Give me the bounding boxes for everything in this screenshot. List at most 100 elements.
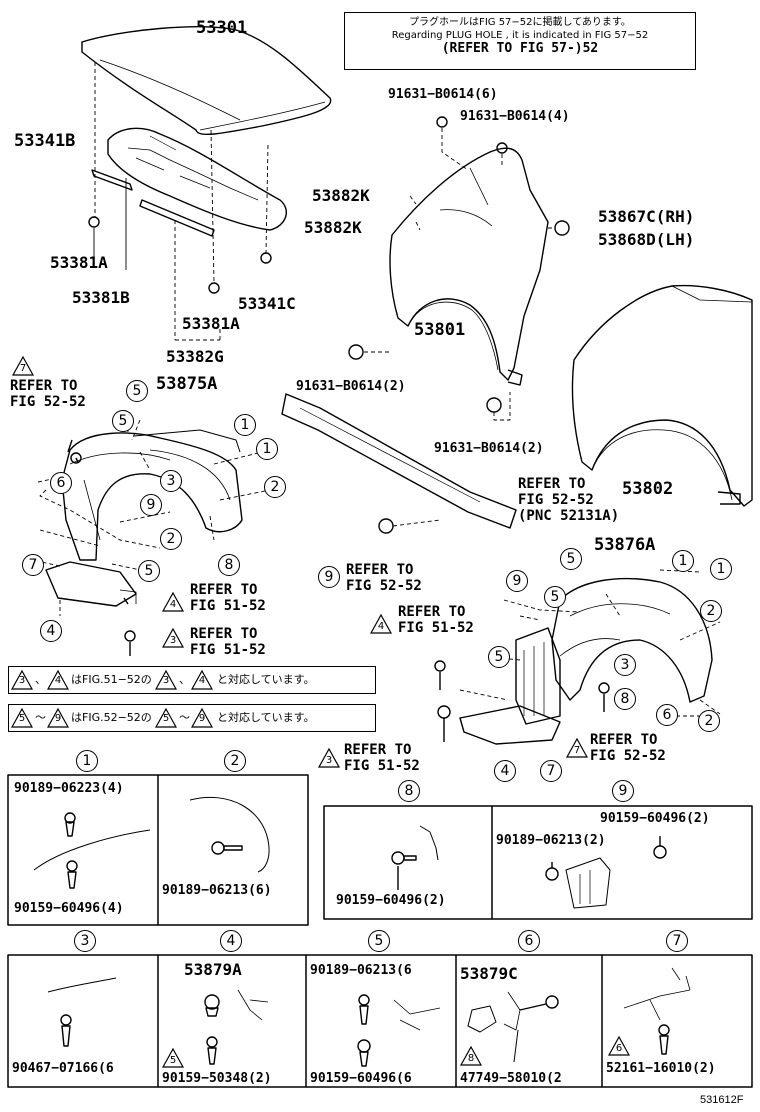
detail1-part-top[interactable]: 90189−06223(4): [14, 781, 124, 796]
legend2-sep: 〜: [35, 711, 46, 724]
detail1-part-bottom[interactable]: 90159−60496(4): [14, 901, 124, 916]
triangle-4-lh: 4: [162, 592, 184, 612]
part-53802[interactable]: 53802: [622, 479, 674, 499]
legend2-end: と対応しています。: [217, 711, 315, 724]
callout-5-rh-b: 5: [544, 586, 566, 608]
refer-fig-51-52-lh-4[interactable]: REFER TO FIG 51-52: [190, 582, 266, 614]
detail6-triangle-8: 8: [460, 1046, 482, 1066]
part-53868d[interactable]: 53868D(LH): [598, 230, 695, 249]
hood-insulator: [107, 127, 288, 231]
detail4-triangle-5: 5: [162, 1048, 184, 1068]
detail4-part-bottom[interactable]: 90159−50348(2): [162, 1071, 272, 1086]
refer-fig-52-52-rh[interactable]: REFER TO FIG 52-52: [590, 732, 666, 764]
callout-6-rh: 6: [656, 704, 678, 726]
legend1-tri-d: 4: [198, 675, 206, 686]
detail2-part[interactable]: 90189−06213(6): [162, 883, 272, 898]
callout-2-lh-a: 2: [264, 476, 286, 498]
detail-title-8: 8: [398, 780, 420, 802]
detail5-part-top[interactable]: 90189−06213(6: [310, 963, 412, 978]
legend1-end: と対応しています。: [217, 673, 315, 686]
callout-2-lh-b: 2: [160, 528, 182, 550]
refer-fig-51-52-rh-4[interactable]: REFER TO FIG 51-52: [398, 604, 474, 636]
part-53381a-2[interactable]: 53381A: [182, 314, 240, 333]
part-53381a-1[interactable]: 53381A: [50, 253, 108, 272]
callout-6-lh: 6: [50, 472, 72, 494]
detail-title-9: 9: [612, 780, 634, 802]
legend1-text: はFIG.51−52の: [71, 673, 152, 686]
part-53882k-2[interactable]: 53882K: [304, 218, 362, 237]
triangle-3-lh: 3: [162, 628, 184, 648]
detail-title-6: 6: [518, 930, 540, 952]
detail7-part[interactable]: 52161−16010(2): [606, 1061, 716, 1076]
part-53875a[interactable]: 53875A: [156, 374, 218, 394]
refer-fig-51-52-rh-3[interactable]: REFER TO FIG 51-52: [344, 742, 420, 774]
front-fender-53801: [389, 147, 549, 381]
legend1-sep: 、: [35, 673, 46, 686]
refer-fig-52-52-mid[interactable]: REFER TO FIG 52-52: [346, 562, 422, 594]
callout-5-rh-a: 5: [560, 548, 582, 570]
part-53882k-1[interactable]: 53882K: [312, 186, 370, 205]
part-53876a[interactable]: 53876A: [594, 535, 656, 555]
detail-title-4: 4: [220, 930, 242, 952]
detail3-part[interactable]: 90467−07166(6: [12, 1061, 114, 1076]
part-91631-2b[interactable]: 91631−B0614(2): [434, 441, 544, 456]
part-53341b[interactable]: 53341B: [14, 131, 76, 151]
part-91631-6[interactable]: 91631−B0614(6): [388, 87, 498, 102]
legend2-tri-c: 5: [162, 713, 170, 724]
callout-1-lh-b: 1: [256, 438, 278, 460]
callout-5-lh-b: 5: [112, 410, 134, 432]
callout-8-rh: 8: [614, 688, 636, 710]
detail6-part-top[interactable]: 53879C: [460, 964, 518, 983]
part-53382g[interactable]: 53382G: [166, 347, 224, 366]
callout-5-lh-a: 5: [126, 380, 148, 402]
callout-4-lh: 4: [40, 620, 62, 642]
detail9-part-b[interactable]: 90189−06213(2): [496, 833, 606, 848]
callout-4-rh: 4: [494, 760, 516, 782]
refer-fig-52-52-lh[interactable]: REFER TO FIG 52-52: [10, 378, 86, 410]
hood-seal-rear: [139, 199, 215, 237]
part-53381b[interactable]: 53381B: [72, 288, 130, 307]
part-53301[interactable]: 53301: [196, 18, 248, 38]
detail4-part-top[interactable]: 53879A: [184, 960, 242, 979]
hood-seal-front: [91, 169, 133, 191]
detail-title-7: 7: [666, 930, 688, 952]
triangle-3-rh: 3: [318, 748, 340, 768]
callout-3-lh: 3: [160, 470, 182, 492]
part-53341c[interactable]: 53341C: [238, 294, 296, 313]
triangle-7-rh: 7: [566, 738, 588, 758]
triangle-4-rh: 4: [370, 614, 392, 634]
part-91631-4[interactable]: 91631−B0614(4): [460, 109, 570, 124]
callout-7-rh: 7: [540, 760, 562, 782]
detail9-part-a[interactable]: 90159−60496(2): [600, 811, 710, 826]
detail-title-3: 3: [74, 930, 96, 952]
legend1-tri-c: 3: [162, 675, 170, 686]
part-53867c[interactable]: 53867C(RH): [598, 207, 695, 226]
legend-fig-51-52: 3 、 4 はFIG.51−52の 3 、 4 と対応しています。: [8, 666, 376, 694]
callout-1-lh-a: 1: [234, 414, 256, 436]
note-refer: (REFER TO FIG 57-)52: [441, 41, 599, 56]
part-53801[interactable]: 53801: [414, 320, 466, 340]
callout-9-rh: 9: [506, 570, 528, 592]
detail8-part[interactable]: 90159−60496(2): [336, 893, 446, 908]
detail-title-5: 5: [368, 930, 390, 952]
note-japanese: プラグホールはFIG 57−52に掲載してあります。: [409, 17, 631, 28]
callout-5-lh-c: 5: [138, 560, 160, 582]
callout-9-bumper: 9: [318, 566, 340, 588]
refer-fig-52-52-bumper[interactable]: REFER TO FIG 52-52 (PNC 52131A): [518, 476, 620, 524]
legend2-tri-d: 9: [198, 713, 206, 724]
refer-fig-51-52-lh-3[interactable]: REFER TO FIG 51-52: [190, 626, 266, 658]
hood-outline: [81, 26, 332, 135]
part-91631-2a[interactable]: 91631−B0614(2): [296, 379, 406, 394]
fender-liner-rh: [551, 577, 713, 703]
callout-1-rh-b: 1: [710, 558, 732, 580]
legend2-tri-a: 5: [18, 713, 26, 724]
callout-8-lh: 8: [218, 554, 240, 576]
detail-title-2: 2: [224, 750, 246, 772]
detail5-part-bottom[interactable]: 90159−60496(6: [310, 1071, 412, 1086]
triangle-7-lh: 7: [12, 356, 34, 376]
legend-fig-52-52: 5 〜 9 はFIG.52−52の 5 〜 9 と対応しています。: [8, 704, 376, 732]
detail7-triangle-6: 6: [608, 1036, 630, 1056]
detail6-part-bottom[interactable]: 47749−58010(2: [460, 1071, 562, 1086]
